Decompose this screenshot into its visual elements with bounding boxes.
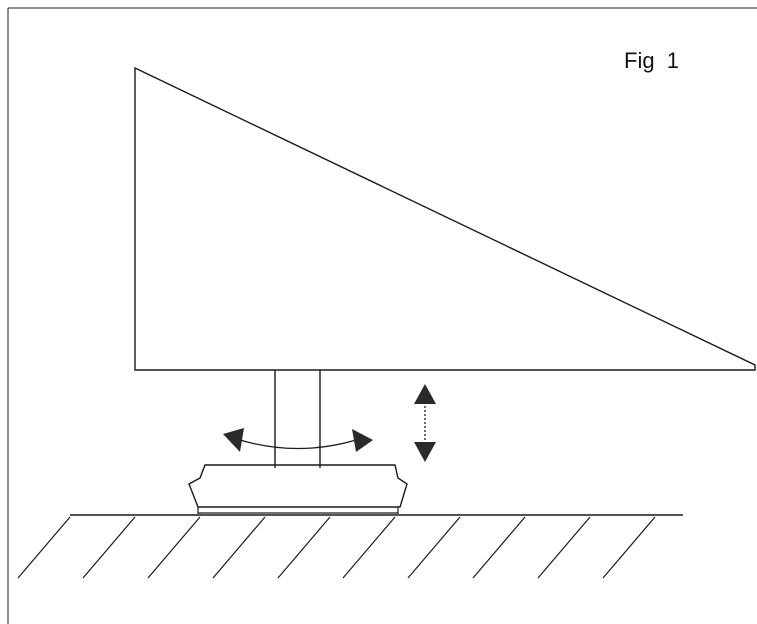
- hatch-line: [212, 516, 266, 579]
- figure-label: Fig 1: [624, 48, 679, 73]
- hatch-line: [342, 516, 396, 579]
- hatch-line: [472, 516, 526, 579]
- monitor-screen: [134, 66, 756, 371]
- hatch-line: [602, 516, 656, 579]
- desk-hatching: [17, 516, 656, 579]
- stand-column: [274, 370, 321, 468]
- hatch-line: [407, 516, 461, 579]
- vertical-double-arrow-icon: [414, 384, 436, 462]
- hatch-line: [147, 516, 201, 579]
- hatch-line: [82, 516, 136, 579]
- desk-surface: [17, 514, 683, 579]
- hatch-line: [17, 516, 71, 579]
- figure-frame: [7, 7, 757, 624]
- hatch-line: [277, 516, 331, 579]
- stand-base: [188, 464, 408, 514]
- curved-double-arrow-icon: [223, 428, 373, 452]
- hatch-line: [537, 516, 591, 579]
